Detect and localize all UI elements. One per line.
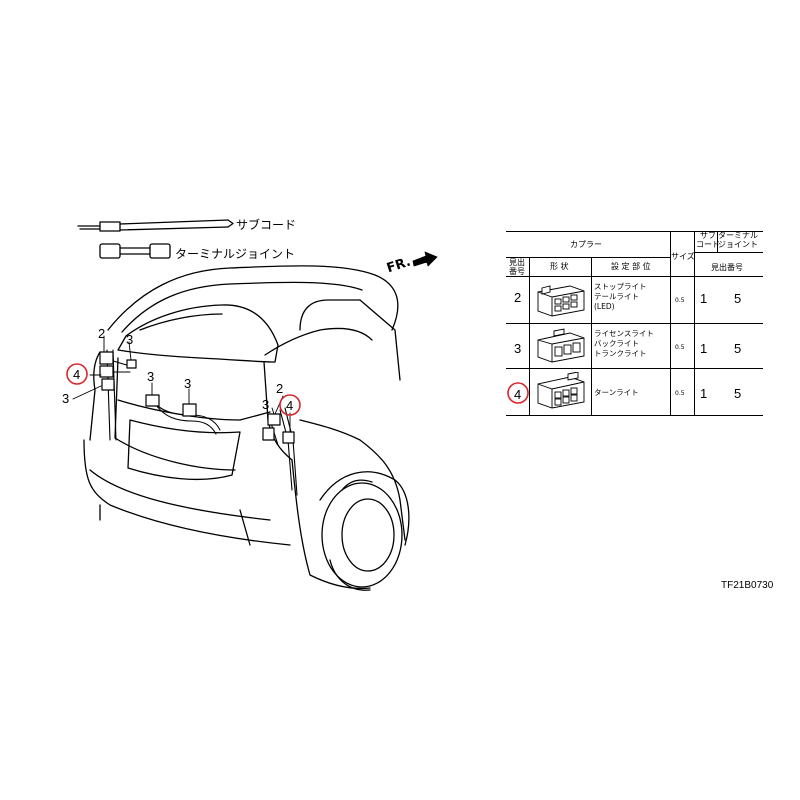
row-size: 0.5 xyxy=(675,344,685,351)
row-sub-code: 1 xyxy=(700,386,708,401)
connector-shape-icon xyxy=(537,372,585,409)
header-location: 設 定 部 位 xyxy=(611,262,651,271)
callout-left-2: 2 xyxy=(98,326,106,341)
row-figure-no: 3 xyxy=(514,341,522,356)
connector-shape-icon xyxy=(537,328,585,363)
terminal-joint-label: ターミナルジョイント xyxy=(175,247,296,261)
car-body-outline xyxy=(83,265,410,591)
figure-code: TF21B0730 xyxy=(721,580,774,591)
callout-right-4: 4 xyxy=(286,398,294,413)
highlight-circle-table xyxy=(507,382,529,404)
callout-right-3: 3 xyxy=(262,397,270,412)
header-size: サイズ xyxy=(671,252,695,261)
highlight-circle-left xyxy=(66,363,88,385)
row-size: 0.5 xyxy=(675,297,685,304)
header-figure-no-right: 見出番号 xyxy=(711,263,743,272)
row-sub-code: 1 xyxy=(700,341,708,356)
header-terminal-joint: ターミナル ジョイント xyxy=(718,231,758,249)
row-figure-no: 2 xyxy=(514,290,522,305)
front-arrow-icon xyxy=(412,251,438,267)
row-location: ライセンスライト バックライト トランクライト xyxy=(594,329,654,358)
callout-left-3-top: 3 xyxy=(126,332,134,347)
callout-right-2: 2 xyxy=(276,381,284,396)
header-sub-code: サブ コード xyxy=(696,231,720,249)
row-location: ターンライト xyxy=(594,388,639,397)
callout-center-3-b: 3 xyxy=(184,376,192,391)
callout-left-4: 4 xyxy=(73,367,81,382)
row-terminal-joint: 5 xyxy=(734,386,742,401)
row-location: ストップライト テールライト (LED) xyxy=(594,282,647,311)
row-figure-no: 4 xyxy=(514,387,522,402)
row-size: 0.5 xyxy=(675,390,685,397)
row-sub-code: 1 xyxy=(700,291,708,306)
row-terminal-joint: 5 xyxy=(734,291,742,306)
row-terminal-joint: 5 xyxy=(734,341,742,356)
highlight-circle-right xyxy=(279,394,301,416)
sub-cord-symbol xyxy=(77,219,234,232)
header-coupler: カプラー xyxy=(570,240,602,249)
callout-center-3-a: 3 xyxy=(147,369,155,384)
highlight-circles xyxy=(66,363,529,416)
coupler-table: カプラー サブ コード ターミナル ジョイント 見出 番号 形 状 設 定 部 … xyxy=(506,231,763,416)
callout-left-3-side: 3 xyxy=(62,391,70,406)
terminal-joint-symbol xyxy=(99,243,171,259)
header-figure-no: 見出 番号 xyxy=(509,258,525,276)
connector-shape-icon xyxy=(537,285,585,317)
header-shape: 形 状 xyxy=(550,262,569,271)
sub-cord-label: サブコード xyxy=(236,218,297,232)
connector-blocks xyxy=(99,351,295,444)
